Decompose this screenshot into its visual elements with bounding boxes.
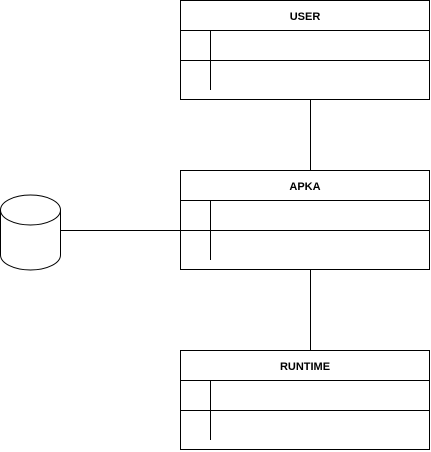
entity-user-box xyxy=(180,0,430,100)
database-cylinder-icon[interactable] xyxy=(0,194,61,271)
database-cylinder-body xyxy=(0,210,61,271)
entity-apka[interactable]: APKA xyxy=(180,170,430,270)
entity-user-title: USER xyxy=(290,11,321,23)
database-cylinder-top xyxy=(0,194,61,226)
entity-runtime-title: RUNTIME xyxy=(280,361,330,373)
entity-user[interactable]: USER xyxy=(180,0,430,100)
entity-apka-box xyxy=(180,170,430,270)
entity-runtime[interactable]: RUNTIME xyxy=(180,350,430,450)
entity-apka-title: APKA xyxy=(289,181,320,193)
entity-runtime-box xyxy=(180,350,430,450)
